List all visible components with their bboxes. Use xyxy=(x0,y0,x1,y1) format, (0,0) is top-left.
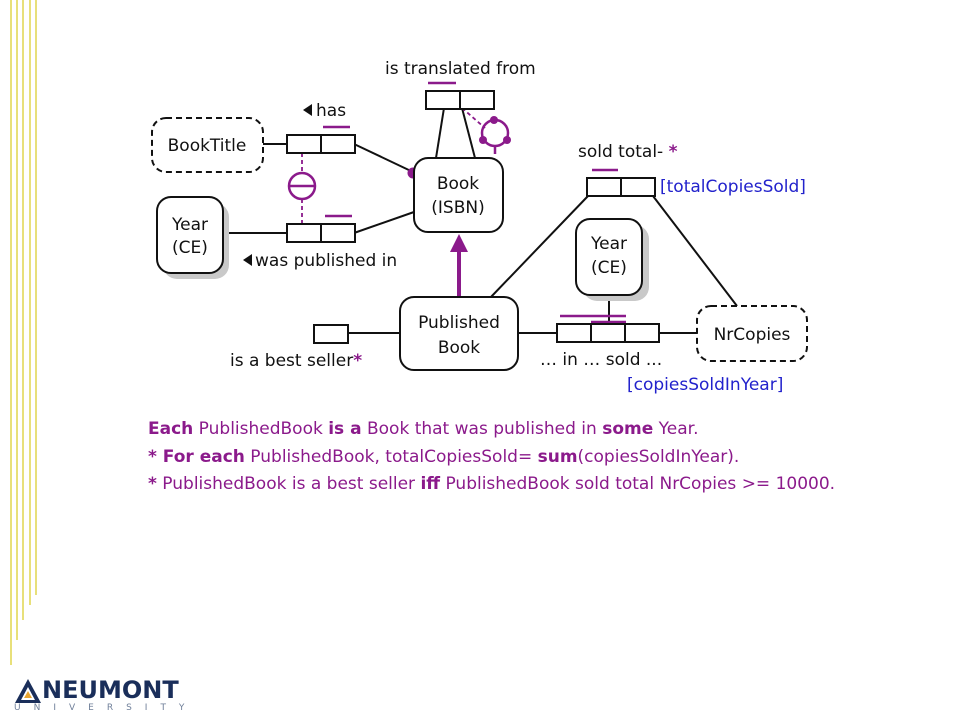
decorative-line xyxy=(35,0,37,595)
connector-line xyxy=(652,195,738,307)
decorative-line xyxy=(10,0,12,665)
rule-keyword: iff xyxy=(420,474,441,494)
rule-keyword: * For each xyxy=(148,447,245,467)
role-box xyxy=(586,177,622,197)
entity-label: Year xyxy=(590,234,627,254)
university-logo: NEUMONT UNIVERSITY xyxy=(12,676,184,716)
connector-line xyxy=(353,211,415,234)
constraint-link xyxy=(461,107,486,129)
entity-book[interactable] xyxy=(413,157,504,233)
entity-label: BookTitle xyxy=(168,136,247,156)
decorative-line xyxy=(16,0,18,640)
connector-line xyxy=(435,107,445,159)
rule-text-part: Book that was published in xyxy=(361,419,603,439)
reading-label: is translated from xyxy=(385,59,536,79)
reading-label: is a best seller* xyxy=(230,351,362,371)
reading-label: … in … sold ... xyxy=(540,350,662,370)
rule-keyword: is a xyxy=(328,419,362,439)
role-box xyxy=(320,223,356,243)
ring-constraint-icon xyxy=(480,118,510,154)
role-box xyxy=(590,323,626,343)
role-box xyxy=(313,324,349,344)
rule-line: * PublishedBook is a best seller iff Pub… xyxy=(148,474,835,494)
ring-constraint-dot xyxy=(490,116,498,124)
decorative-line xyxy=(29,0,31,605)
rule-text-part: Year. xyxy=(653,419,699,439)
subtype-arrowhead xyxy=(450,234,468,252)
entity-label: NrCopies xyxy=(714,325,791,345)
reading-label: has xyxy=(316,101,346,121)
derivation-label: [totalCopiesSold] xyxy=(660,177,806,197)
entity-year[interactable] xyxy=(575,218,643,296)
decorative-line xyxy=(22,0,24,620)
rule-line: Each PublishedBook is a Book that was pu… xyxy=(148,419,699,439)
entity-label: Published xyxy=(418,313,500,333)
role-box xyxy=(459,90,495,110)
connector-line xyxy=(353,143,414,173)
rule-text-part: PublishedBook sold total NrCopies >= 100… xyxy=(440,474,836,494)
logo-subtitle: UNIVERSITY xyxy=(14,703,198,713)
role-box xyxy=(620,177,656,197)
rule-text-part: (copiesSoldInYear). xyxy=(577,447,740,467)
rule-keyword: sum xyxy=(537,447,578,467)
role-box xyxy=(425,90,461,110)
rule-text-part: PublishedBook, totalCopiesSold= xyxy=(244,447,538,467)
rule-text-part: PublishedBook is a best seller xyxy=(156,474,421,494)
reading-direction-icon xyxy=(303,104,312,116)
logo-wordmark: NEUMONT xyxy=(42,676,179,704)
reading-direction-icon xyxy=(243,254,252,266)
entity-label: (ISBN) xyxy=(431,198,484,218)
role-box xyxy=(286,134,322,154)
rule-line: * For each PublishedBook, totalCopiesSol… xyxy=(148,447,739,467)
connector-line xyxy=(461,107,476,159)
entity-label: (CE) xyxy=(591,258,627,278)
entity-label: Book xyxy=(437,174,479,194)
entity-label: Book xyxy=(438,338,480,358)
entity-year[interactable] xyxy=(156,196,224,274)
role-box xyxy=(286,223,322,243)
rule-text-part: PublishedBook xyxy=(193,419,329,439)
entity-booktitle[interactable] xyxy=(151,117,264,173)
rule-keyword: Each xyxy=(148,419,194,439)
ring-constraint-dot xyxy=(503,136,511,144)
role-box xyxy=(624,323,660,343)
rule-keyword: * xyxy=(148,474,157,494)
logo-mark-icon xyxy=(15,679,41,703)
role-box xyxy=(556,323,592,343)
entity-label: (CE) xyxy=(172,238,208,258)
entity-nrcopies[interactable] xyxy=(696,305,808,362)
entity-label: Year xyxy=(171,215,208,235)
derivation-label: [copiesSoldInYear] xyxy=(627,375,783,395)
ring-constraint-dot xyxy=(479,136,487,144)
role-box xyxy=(320,134,356,154)
connector-line xyxy=(489,195,589,299)
entity-publishedbook[interactable] xyxy=(399,296,519,371)
reading-label: sold total- * xyxy=(578,142,678,162)
reading-label: was published in xyxy=(255,251,397,271)
rule-keyword: some xyxy=(602,419,654,439)
orm-diagram: BookTitle Year (CE) Book (ISBN) Year (CE… xyxy=(151,59,808,395)
